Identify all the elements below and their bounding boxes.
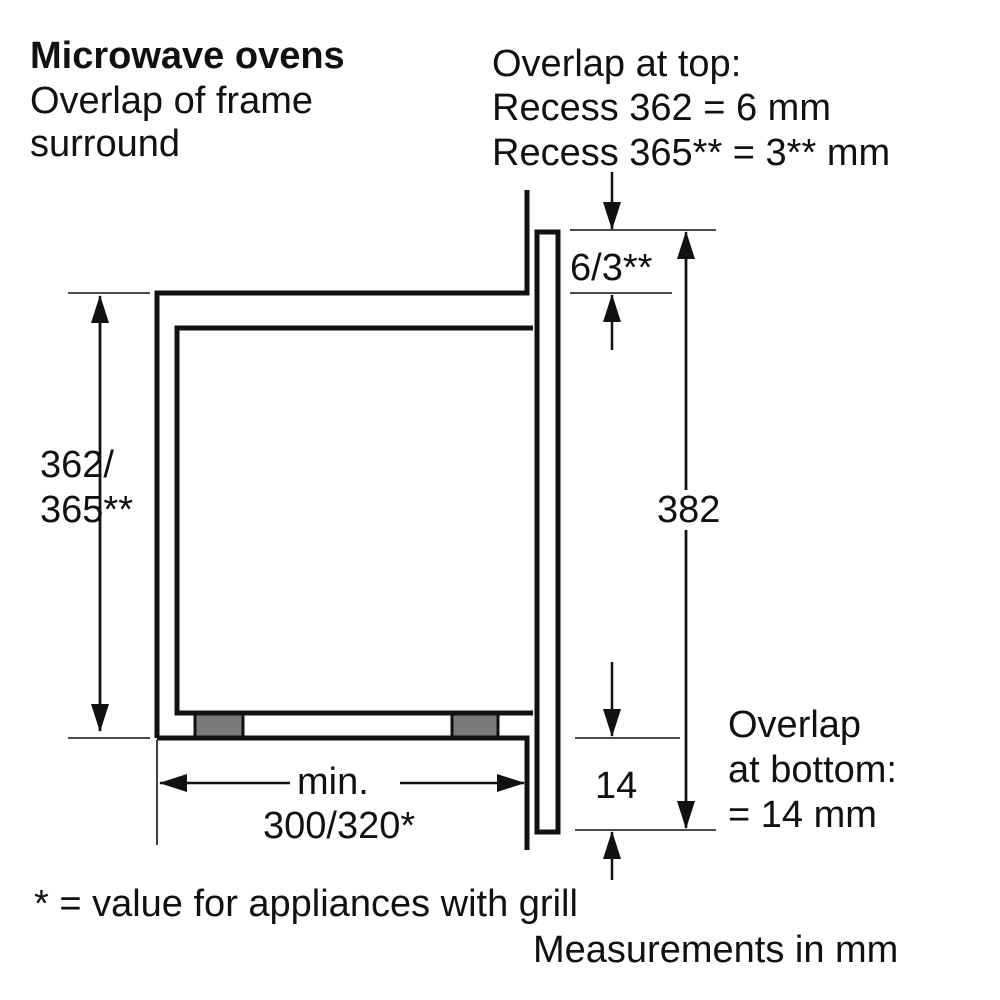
units-note: Measurements in mm [533,929,899,971]
top-note-line1: Overlap at top: [492,43,742,85]
diagram-title: Microwave ovens [30,35,345,77]
total-height-label: 382 [657,489,721,531]
height-label-line1: 362/ [40,444,114,486]
bottom-overlap-label: 14 [595,765,638,807]
top-note-line2: Recess 362 = 6 mm [492,87,831,129]
footnote: * = value for appliances with grill [34,883,578,925]
oven-body [174,325,533,716]
cabinet-outline [154,190,530,850]
dimension-arrows [91,172,695,880]
bottom-note-line3: = 14 mm [728,794,877,836]
top-overlap-label: 6/3** [570,247,653,289]
extension-lines [68,229,716,845]
bottom-note-line1: Overlap [728,704,862,746]
subtitle-line1: Overlap of frame [30,80,313,122]
frame-panel [534,229,561,835]
bottom-note-line2: at bottom: [728,749,897,791]
foot-left [193,712,245,739]
width-label-line1: min. [297,761,369,803]
top-note-line3: Recess 365** = 3** mm [492,132,891,174]
width-label-line2: 300/320* [263,805,416,847]
height-label-line2: 365** [40,489,133,531]
subtitle-line2: surround [30,123,180,165]
foot-right [450,712,500,739]
